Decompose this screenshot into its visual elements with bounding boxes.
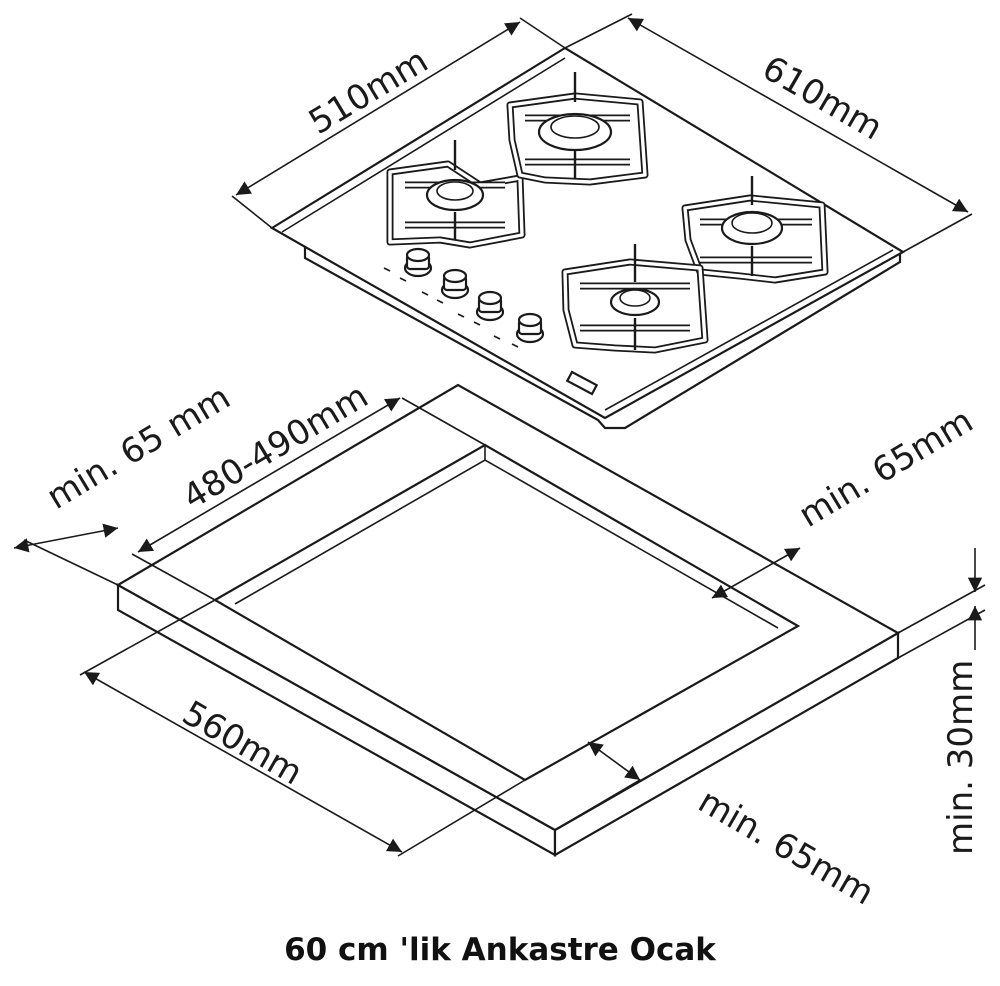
dim-hob-width: 610mm (756, 48, 890, 148)
hob-dimensions (231, 13, 973, 253)
dim-worktop-thickness: min. 30mm (941, 660, 981, 855)
dim-clearance-front: min. 65mm (692, 781, 881, 913)
knob-2 (440, 268, 470, 300)
burner-bottom (609, 244, 661, 350)
knob-4 (515, 312, 545, 344)
dim-cutout-width: 560mm (176, 693, 310, 793)
knob-3 (475, 290, 505, 322)
dim-clearance-right: min. 65mm (792, 401, 980, 536)
cutout-dimensions (13, 397, 986, 857)
diagram-caption: 60 cm 'lik Ankastre Ocak (284, 932, 716, 968)
knob-1 (403, 247, 433, 278)
brand-plate (565, 370, 599, 396)
burner-top (537, 72, 613, 178)
control-knobs (383, 247, 545, 348)
dim-hob-depth: 510mm (302, 41, 435, 143)
